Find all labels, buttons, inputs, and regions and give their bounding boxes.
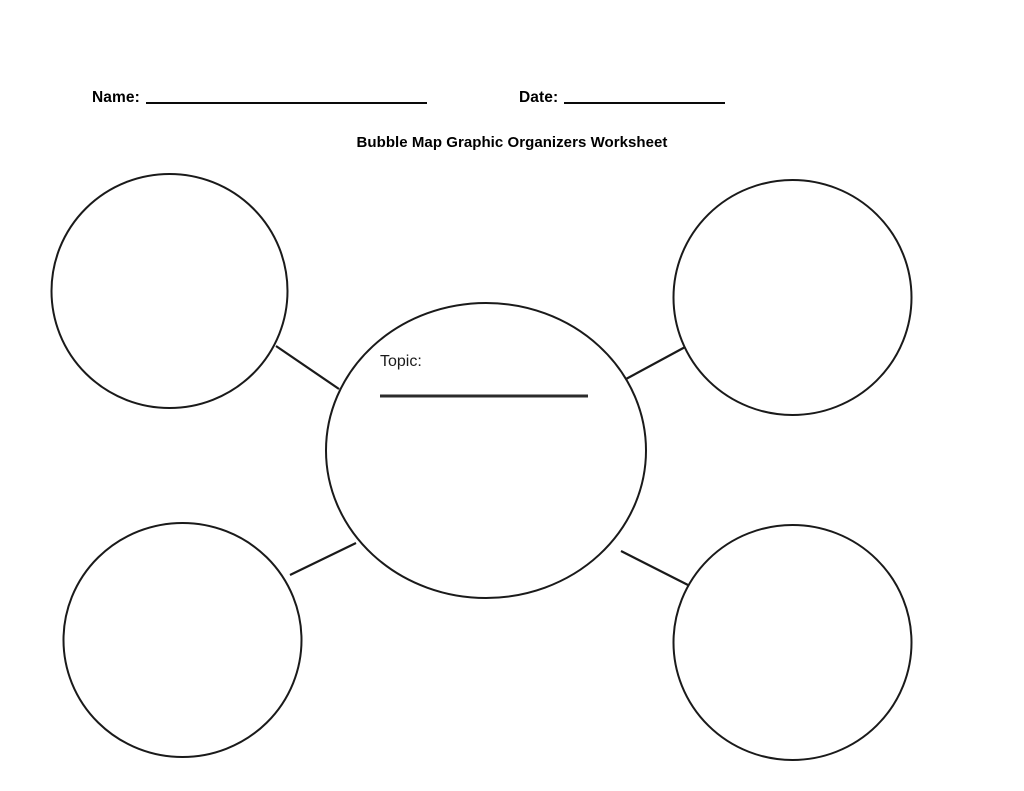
bubble-top-left[interactable] [50, 173, 289, 409]
date-label: Date: [519, 89, 559, 106]
bubble-bottom-left[interactable] [62, 522, 303, 758]
date-write-line[interactable] [564, 102, 726, 104]
connector-bottom-left [289, 542, 357, 576]
bubble-bottom-right[interactable] [672, 524, 913, 761]
name-write-line[interactable] [145, 102, 427, 104]
bubble-center-topic[interactable] [325, 302, 647, 599]
name-label: Name: [92, 89, 140, 106]
date-field[interactable]: Date: [519, 88, 726, 107]
connector-top-left [275, 345, 340, 390]
connector-bottom-right [620, 550, 689, 586]
topic-label: Topic: [380, 353, 422, 370]
connector-top-right [625, 345, 688, 380]
page-title: Bubble Map Graphic Organizers Worksheet [356, 134, 668, 151]
name-field[interactable]: Name: [92, 88, 427, 107]
bubble-top-right[interactable] [672, 179, 913, 416]
header-fields: Name: Date: [0, 88, 1024, 122]
